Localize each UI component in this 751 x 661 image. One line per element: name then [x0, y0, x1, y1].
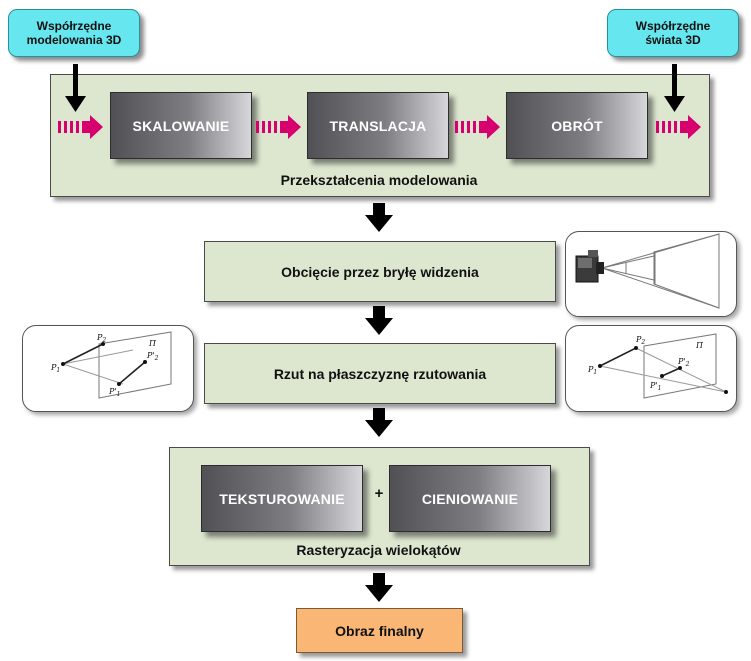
- plane-label: Π: [148, 339, 157, 348]
- down-arrow-icon: [365, 203, 393, 232]
- projection-box: Rzut na płaszczyznę rzutowania: [204, 343, 556, 404]
- step-rotate-label: OBRÓT: [551, 117, 603, 134]
- model-coords-text: Współrzędne modelowania 3D: [26, 19, 122, 47]
- projection-label: Rzut na płaszczyznę rzutowania: [273, 365, 487, 382]
- down-arrow-icon: [365, 408, 393, 437]
- p1-label: P1: [50, 363, 60, 374]
- view-frustum-image: [565, 231, 737, 317]
- input-arrow-icon: [65, 64, 86, 112]
- raster-caption: Rasteryzacja wielokątów: [296, 542, 461, 558]
- p1-proj-label: P'1: [108, 387, 120, 398]
- down-arrow-icon: [365, 573, 393, 602]
- model-coords-label: Współrzędne modelowania 3D: [8, 9, 140, 57]
- projection-plane-icon: Π P2 P1 P'2 P'1: [50, 331, 172, 399]
- p1-proj-label: P'1: [649, 381, 661, 392]
- texturing-box: TEKSTUROWANIE: [201, 465, 363, 532]
- projection-diagram-right: Π P2 P1 P'2 P'1: [565, 325, 737, 412]
- down-arrow-icon: [365, 306, 393, 335]
- clipping-label: Obcięcie przez bryłę widzenia: [281, 263, 479, 280]
- flow-arrow-icon: [256, 115, 301, 139]
- p2-proj-label: P'2: [677, 357, 690, 368]
- plus-sign: +: [374, 485, 384, 502]
- step-translate-label: TRANSLACJA: [329, 117, 427, 134]
- camera-icon: [575, 250, 604, 283]
- output-arrow-icon: [664, 64, 685, 112]
- step-scale: SKALOWANIE: [110, 92, 252, 159]
- plane-label: Π: [695, 341, 704, 350]
- world-coords-text: Współrzędne świata 3D: [635, 19, 711, 47]
- step-translate: TRANSLACJA: [307, 92, 449, 159]
- p2-label: P2: [96, 333, 106, 344]
- modeling-caption: Przekształcenia modelowania: [280, 172, 478, 188]
- clipping-box: Obcięcie przez bryłę widzenia: [204, 241, 556, 302]
- final-label: Obraz finalny: [335, 622, 424, 639]
- world-coords-label: Współrzędne świata 3D: [607, 9, 739, 57]
- p2-label: P2: [635, 335, 645, 346]
- p2-proj-label: P'2: [146, 351, 159, 362]
- camera-frustum-icon: [575, 233, 720, 309]
- flow-arrow-icon: [656, 115, 701, 139]
- p1-label: P1: [587, 365, 597, 376]
- shading-label: CIENIOWANIE: [421, 490, 519, 507]
- flow-arrow-icon: [455, 115, 500, 139]
- projection-plane-icon: Π P2 P1 P'2 P'1: [587, 333, 728, 399]
- step-scale-label: SKALOWANIE: [132, 117, 230, 134]
- texturing-label: TEKSTUROWANIE: [219, 490, 345, 507]
- final-image-box: Obraz finalny: [296, 608, 463, 653]
- projection-diagram-left: Π P2 P1 P'2 P'1: [22, 325, 194, 412]
- step-rotate: OBRÓT: [506, 92, 648, 159]
- shading-box: CIENIOWANIE: [389, 465, 551, 532]
- flow-arrow-icon: [58, 115, 103, 139]
